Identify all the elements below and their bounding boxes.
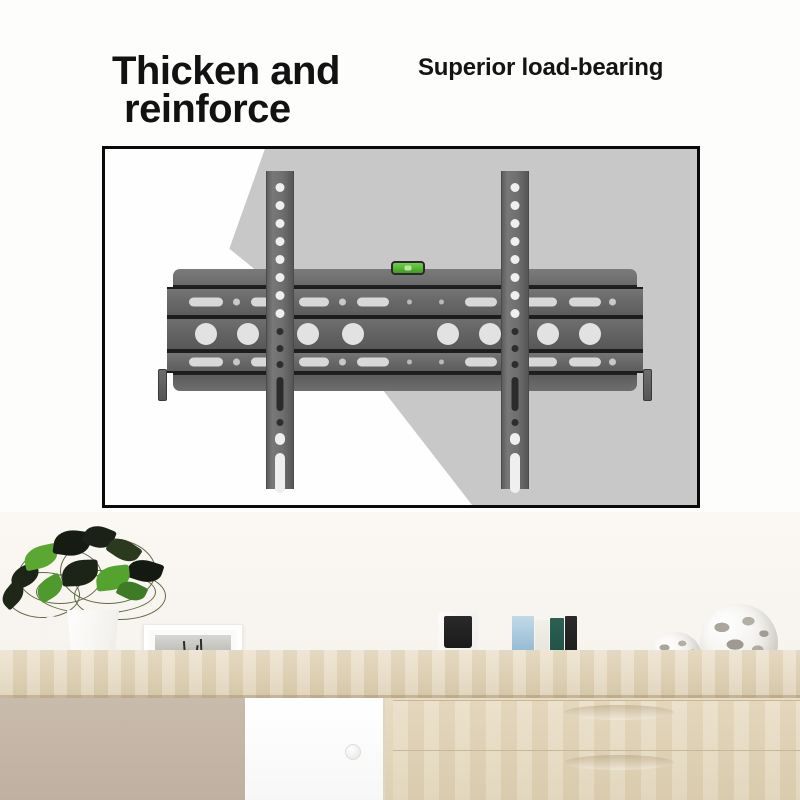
arm-slot bbox=[510, 433, 520, 445]
rail-large-hole bbox=[195, 323, 217, 345]
arm-hole bbox=[511, 419, 519, 426]
rail-slot bbox=[569, 297, 601, 307]
rail-hole-small bbox=[407, 359, 412, 365]
arm-hole bbox=[276, 345, 284, 352]
arm-hole bbox=[276, 328, 284, 335]
rail-end-tab-left bbox=[158, 369, 167, 401]
product-image-panel bbox=[102, 146, 700, 508]
vertical-mounting-arm-right bbox=[501, 171, 529, 493]
candle-holder bbox=[444, 616, 472, 648]
rail-slot bbox=[357, 357, 389, 367]
rail-bottom-lip bbox=[173, 373, 637, 391]
rail-band-bottom bbox=[167, 351, 643, 373]
arm-hole bbox=[511, 361, 519, 368]
arm-hole bbox=[510, 219, 520, 228]
horizontal-wall-rail bbox=[158, 269, 652, 401]
arm-hole bbox=[275, 255, 285, 264]
vertical-mounting-arm-left bbox=[266, 171, 294, 493]
rail-large-hole bbox=[297, 323, 319, 345]
rail-large-hole bbox=[479, 323, 501, 345]
arm-hole bbox=[276, 361, 284, 368]
rail-large-hole bbox=[437, 323, 459, 345]
cabinet-door[interactable] bbox=[245, 698, 385, 800]
rail-large-hole bbox=[579, 323, 601, 345]
rail-slot bbox=[569, 357, 601, 367]
rail-end-tab-right bbox=[643, 369, 652, 401]
rail-hole bbox=[339, 358, 346, 366]
arm-hole bbox=[510, 237, 520, 246]
countertop-grain bbox=[0, 650, 800, 698]
rail-hole-small bbox=[439, 299, 444, 305]
arm-hole bbox=[275, 237, 285, 246]
rail-slot bbox=[189, 297, 223, 307]
headline-line-2: reinforce bbox=[124, 87, 291, 132]
arm-hole bbox=[275, 201, 285, 210]
rail-hole-small bbox=[439, 359, 444, 365]
page-title: Thicken and reinforce bbox=[112, 49, 412, 132]
rail-hole bbox=[609, 298, 616, 306]
rail-slot bbox=[189, 357, 223, 367]
bubble-spirit-level bbox=[391, 261, 425, 275]
arm-slot bbox=[511, 377, 519, 411]
arm-slot-bottom bbox=[275, 453, 285, 493]
arm-slot bbox=[276, 377, 284, 411]
rail-hole bbox=[609, 358, 616, 366]
rail-slot bbox=[357, 297, 389, 307]
cabinet-side-panel bbox=[0, 698, 245, 800]
rail-band-top bbox=[167, 287, 643, 317]
rail-large-hole bbox=[537, 323, 559, 345]
living-room-sideboard-scene bbox=[0, 512, 800, 800]
drawer-bottom[interactable] bbox=[393, 750, 800, 800]
arm-hole bbox=[275, 309, 285, 318]
countertop bbox=[0, 650, 800, 698]
arm-hole bbox=[275, 291, 285, 300]
arm-hole bbox=[275, 273, 285, 282]
headline-line-1: Thicken and bbox=[112, 49, 340, 93]
rail-slot bbox=[465, 357, 497, 367]
arm-hole bbox=[276, 419, 284, 426]
arm-hole bbox=[275, 183, 285, 192]
drawer-unit bbox=[385, 698, 800, 800]
arm-hole bbox=[510, 309, 520, 318]
arm-hole bbox=[511, 345, 519, 352]
arm-hole bbox=[510, 183, 520, 192]
arm-slot bbox=[275, 433, 285, 445]
tv-wall-mount-bracket bbox=[105, 149, 697, 505]
drawer-handle-icon[interactable] bbox=[563, 755, 674, 770]
arm-hole bbox=[510, 273, 520, 282]
rail-slot bbox=[299, 357, 329, 367]
arm-hole bbox=[510, 201, 520, 210]
subheadline: Superior load-bearing bbox=[418, 54, 664, 81]
rail-hole bbox=[339, 298, 346, 306]
rail-large-hole bbox=[237, 323, 259, 345]
rail-hole bbox=[233, 298, 240, 306]
arm-slot-bottom bbox=[510, 453, 520, 493]
rail-slot bbox=[299, 297, 329, 307]
drawer-handle-icon[interactable] bbox=[563, 705, 674, 720]
cabinet-knob-icon[interactable] bbox=[345, 744, 361, 760]
rail-large-hole bbox=[342, 323, 364, 345]
arm-hole bbox=[510, 291, 520, 300]
arm-hole bbox=[511, 328, 519, 335]
arm-hole bbox=[275, 219, 285, 228]
drawer-top[interactable] bbox=[393, 700, 800, 750]
rail-hole bbox=[233, 358, 240, 366]
rail-band-middle bbox=[158, 317, 652, 401]
rail-slot bbox=[465, 297, 497, 307]
arm-hole bbox=[510, 255, 520, 264]
rail-slot bbox=[525, 297, 557, 307]
rail-hole-small bbox=[407, 299, 412, 305]
rail-slot bbox=[525, 357, 557, 367]
